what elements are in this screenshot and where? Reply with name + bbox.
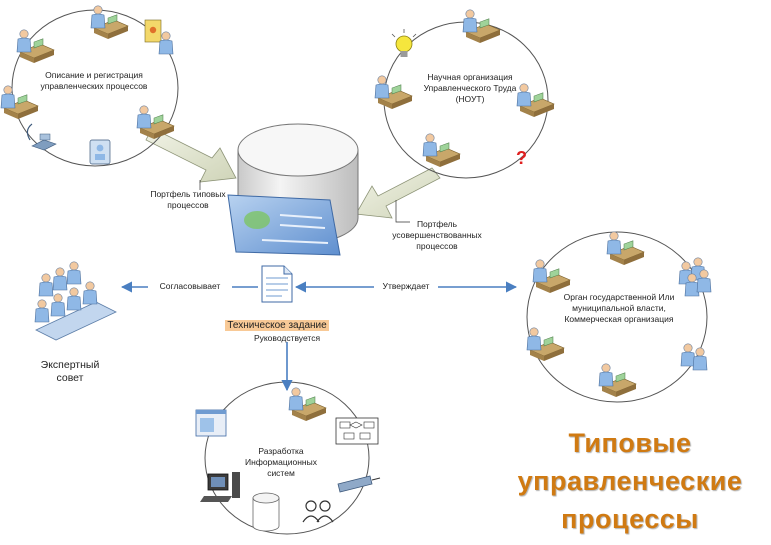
label-gov-body: Орган государственной Или муниципальной … [563, 292, 675, 324]
label-approves: Утверждает [374, 281, 438, 292]
id-badge-icon [89, 139, 111, 165]
expert-council-group-icon [34, 261, 117, 341]
arrow-to-db-left [145, 127, 237, 183]
label-tech-task: Техническое задание [225, 320, 329, 331]
title-line-3: процессы [561, 504, 699, 534]
worker-figures-dev [195, 388, 381, 532]
telephone-icon [26, 123, 57, 151]
label-portfolio-typical: Портфель типовых процессов [150, 189, 226, 210]
worker-figures-describe [1, 6, 174, 165]
browser-window-icon [195, 409, 227, 437]
label-describe: Описание и регистрация управленческих пр… [40, 70, 148, 91]
lightbulb-icon [391, 29, 417, 57]
document-icon [261, 265, 293, 303]
pipe-tool-icon [337, 475, 381, 493]
circle-gov [526, 231, 708, 403]
label-guided: Руководствуется [253, 333, 321, 343]
flowchart-icon [335, 417, 379, 445]
computer-icon [200, 472, 240, 502]
main-title: Типовые управленческие процессы [510, 424, 750, 538]
question-mark-icon: ? [516, 148, 527, 168]
monitor-screen-icon [227, 194, 341, 256]
users-group-icon [302, 500, 334, 523]
label-expert-council: Экспертный совет [40, 359, 100, 384]
database-small-icon [252, 492, 280, 532]
arrow-to-db-right [355, 167, 441, 219]
label-agrees: Согласовывает [148, 281, 232, 292]
label-portfolio-improved: Портфель усовершенствованных процессов [392, 219, 482, 251]
worker-figures-nout [375, 10, 554, 167]
title-line-2: управленческие [517, 466, 743, 496]
label-nout: Научная организация Управленческого Труд… [423, 72, 517, 104]
title-line-1: Типовые [568, 428, 692, 458]
label-dev-is: Разработка Информационных систем [245, 446, 317, 478]
